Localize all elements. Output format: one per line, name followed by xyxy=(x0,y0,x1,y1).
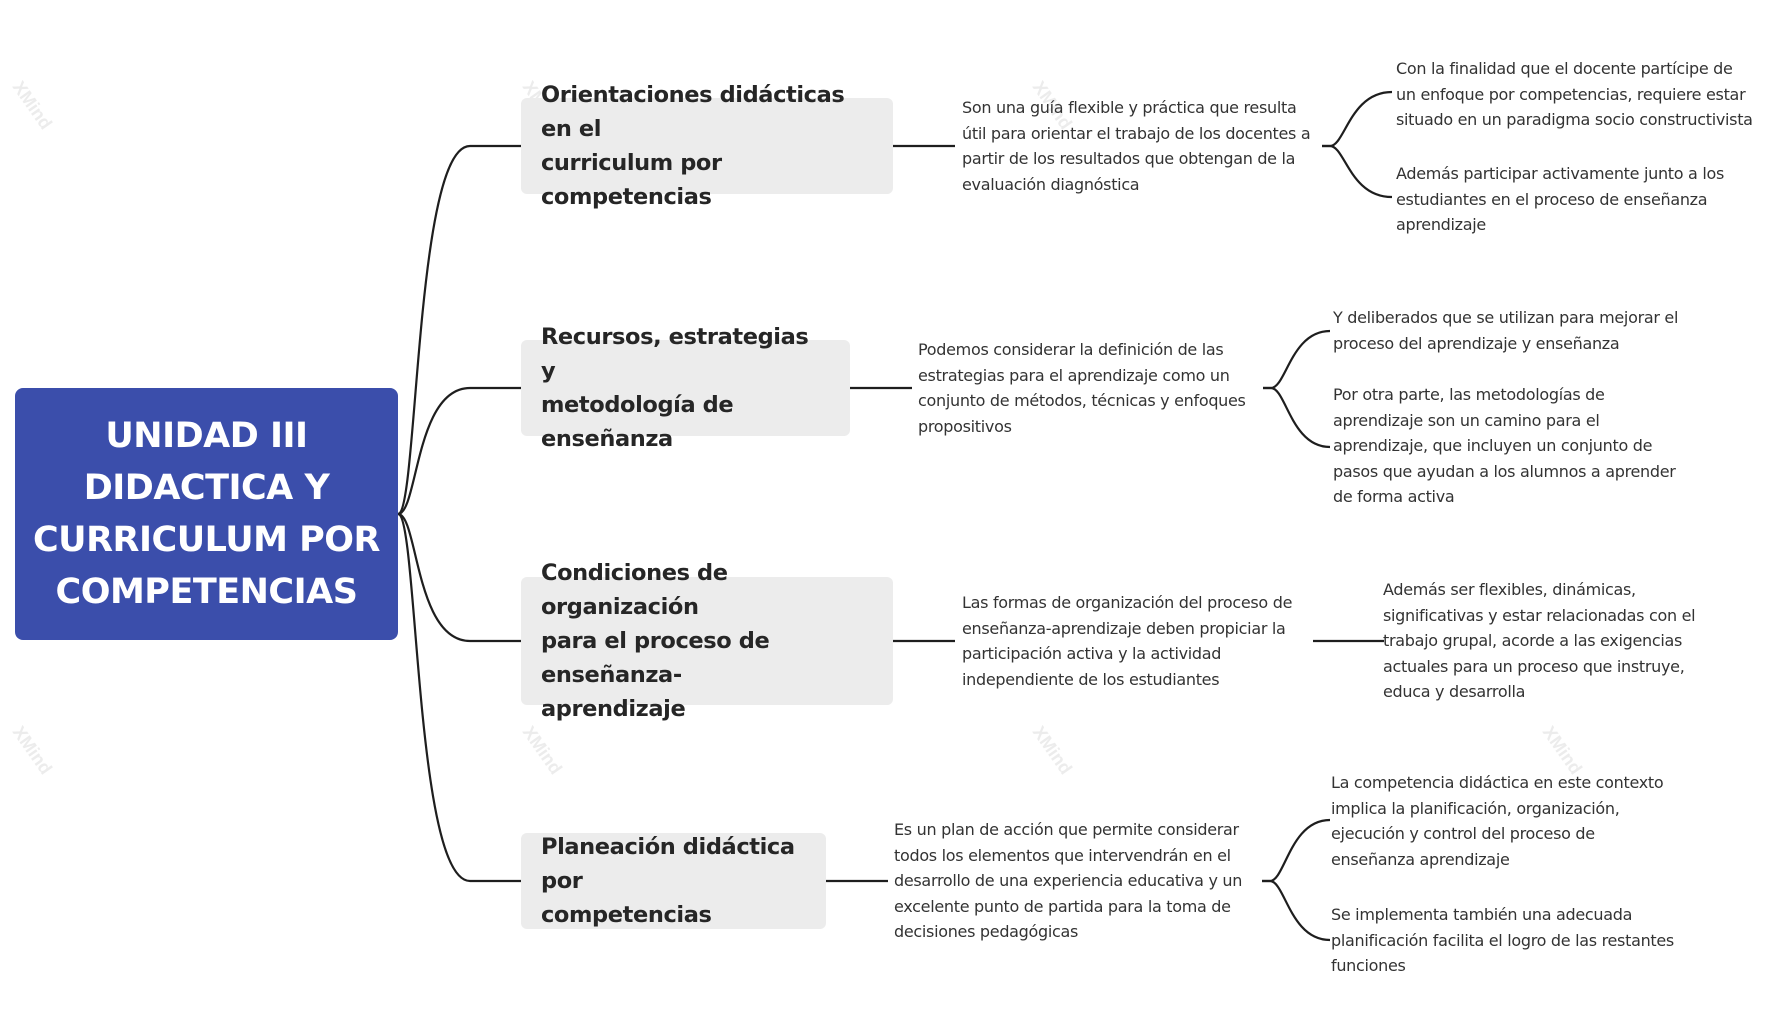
connector-root-topic-1 xyxy=(396,144,521,516)
connector-summary-1-detail-1 xyxy=(1322,90,1393,148)
topic-condiciones[interactable]: Condiciones de organización para el proc… xyxy=(521,560,893,722)
summary-condiciones[interactable]: Las formas de organización del proceso d… xyxy=(962,593,1293,689)
detail-orientaciones-1[interactable]: Con la finalidad que el docente partícip… xyxy=(1396,59,1753,129)
connector-root-topic-2 xyxy=(397,386,521,516)
connector-summary-4-detail-1 xyxy=(1262,818,1331,883)
topic-orientaciones[interactable]: Orientaciones didácticas en el curriculu… xyxy=(521,82,893,210)
detail-orientaciones-2[interactable]: Además participar activamente junto a lo… xyxy=(1396,164,1725,234)
detail-condiciones-1[interactable]: Además ser flexibles, dinámicas, signifi… xyxy=(1383,580,1696,701)
connector-summary-4-detail-2 xyxy=(1262,879,1331,942)
connector-root-topic-3 xyxy=(397,512,521,643)
detail-planeacion-2[interactable]: Se implementa también una adecuada plani… xyxy=(1331,905,1674,975)
topic-planeacion[interactable]: Planeación didáctica por competencias xyxy=(521,833,826,929)
connector-summary-1-detail-2 xyxy=(1322,144,1393,199)
connector-root-topic-4 xyxy=(396,512,521,883)
connector-summary-2-detail-1 xyxy=(1263,329,1331,390)
root-topic[interactable]: UNIDAD III DIDACTICA Y CURRICULUM POR CO… xyxy=(15,388,398,640)
summary-planeacion[interactable]: Es un plan de acción que permite conside… xyxy=(894,820,1243,941)
connector-summary-2-detail-2 xyxy=(1263,386,1331,449)
detail-planeacion-1[interactable]: La competencia didáctica en este context… xyxy=(1331,773,1664,869)
summary-recursos[interactable]: Podemos considerar la definición de las … xyxy=(918,340,1246,436)
detail-recursos-2[interactable]: Por otra parte, las metodologías de apre… xyxy=(1333,385,1676,506)
detail-recursos-1[interactable]: Y deliberados que se utilizan para mejor… xyxy=(1333,308,1679,353)
topic-recursos[interactable]: Recursos, estrategias y metodología de e… xyxy=(521,324,850,452)
summary-orientaciones[interactable]: Son una guía flexible y práctica que res… xyxy=(962,98,1311,194)
